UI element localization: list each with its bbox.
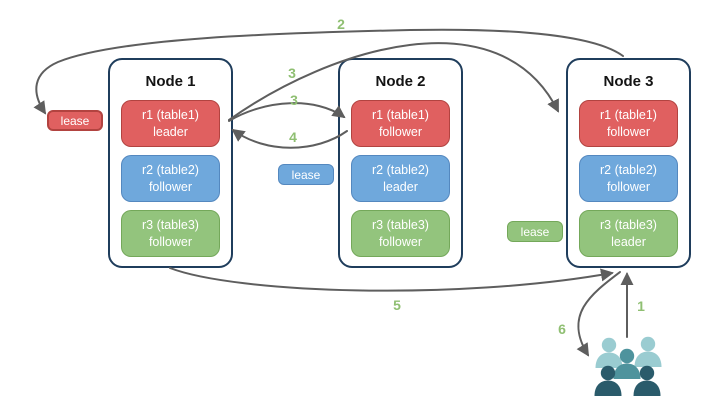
- arrow-step6-node3-to-users: [576, 271, 621, 357]
- step-label-2: 2: [337, 16, 345, 32]
- node2-replica-r2: r2 (table2) leader: [351, 155, 450, 202]
- node-2-title: Node 2: [375, 73, 426, 90]
- replica-name: r3 (table3): [372, 218, 429, 233]
- user-back-right: [634, 336, 662, 367]
- step-label-1: 1: [637, 298, 645, 314]
- node1-replica-r2: r2 (table2) follower: [121, 155, 220, 202]
- replica-name: r2 (table2): [372, 163, 429, 178]
- node1-replica-r3: r3 (table3) follower: [121, 210, 220, 257]
- replica-role: leader: [153, 124, 188, 139]
- replica-name: r2 (table2): [600, 163, 657, 178]
- lease-badge-green: lease: [507, 221, 563, 242]
- step-label-4: 4: [289, 129, 297, 145]
- user-front-left: [594, 365, 622, 396]
- replica-name: r1 (table1): [142, 108, 199, 123]
- replica-name: r2 (table2): [142, 163, 199, 178]
- replica-role: follower: [378, 124, 423, 139]
- replica-role: leader: [611, 234, 646, 249]
- step-label-6: 6: [558, 321, 566, 337]
- node-3-title: Node 3: [603, 73, 654, 90]
- node-1-title: Node 1: [145, 73, 196, 90]
- replica-role: follower: [148, 234, 193, 249]
- lease-badge-blue: lease: [278, 164, 334, 185]
- node3-replica-r2: r2 (table2) follower: [579, 155, 678, 202]
- replica-name: r1 (table1): [372, 108, 429, 123]
- replica-role: follower: [378, 234, 423, 249]
- replica-role: follower: [606, 124, 651, 139]
- replica-name: r3 (table3): [142, 218, 199, 233]
- step-label-5: 5: [393, 297, 401, 313]
- lease-badge-red: lease: [47, 110, 103, 131]
- step-label-3a: 3: [288, 65, 296, 81]
- replica-role: follower: [148, 179, 193, 194]
- node-1-box: Node 1 r1 (table1) leader r2 (table2) fo…: [108, 58, 233, 268]
- user-back-left: [595, 337, 623, 368]
- arrow-step5-node1-to-node3: [169, 267, 614, 292]
- replica-name: r1 (table1): [600, 108, 657, 123]
- node2-replica-r3: r3 (table3) follower: [351, 210, 450, 257]
- node3-replica-r3: r3 (table3) leader: [579, 210, 678, 257]
- node-3-box: Node 3 r1 (table1) follower r2 (table2) …: [566, 58, 691, 268]
- replica-name: r3 (table3): [600, 218, 657, 233]
- node3-replica-r1: r1 (table1) follower: [579, 100, 678, 147]
- node1-replica-r1: r1 (table1) leader: [121, 100, 220, 147]
- replica-role: follower: [606, 179, 651, 194]
- replica-role: leader: [383, 179, 418, 194]
- node2-replica-r1: r1 (table1) follower: [351, 100, 450, 147]
- node-2-box: Node 2 r1 (table1) follower r2 (table2) …: [338, 58, 463, 268]
- step-label-3b: 3: [290, 92, 298, 108]
- user-front-right: [633, 365, 661, 396]
- users-group-icon: [594, 336, 662, 396]
- arrow-step3-node1-to-node2: [228, 102, 346, 122]
- user-middle: [613, 348, 641, 379]
